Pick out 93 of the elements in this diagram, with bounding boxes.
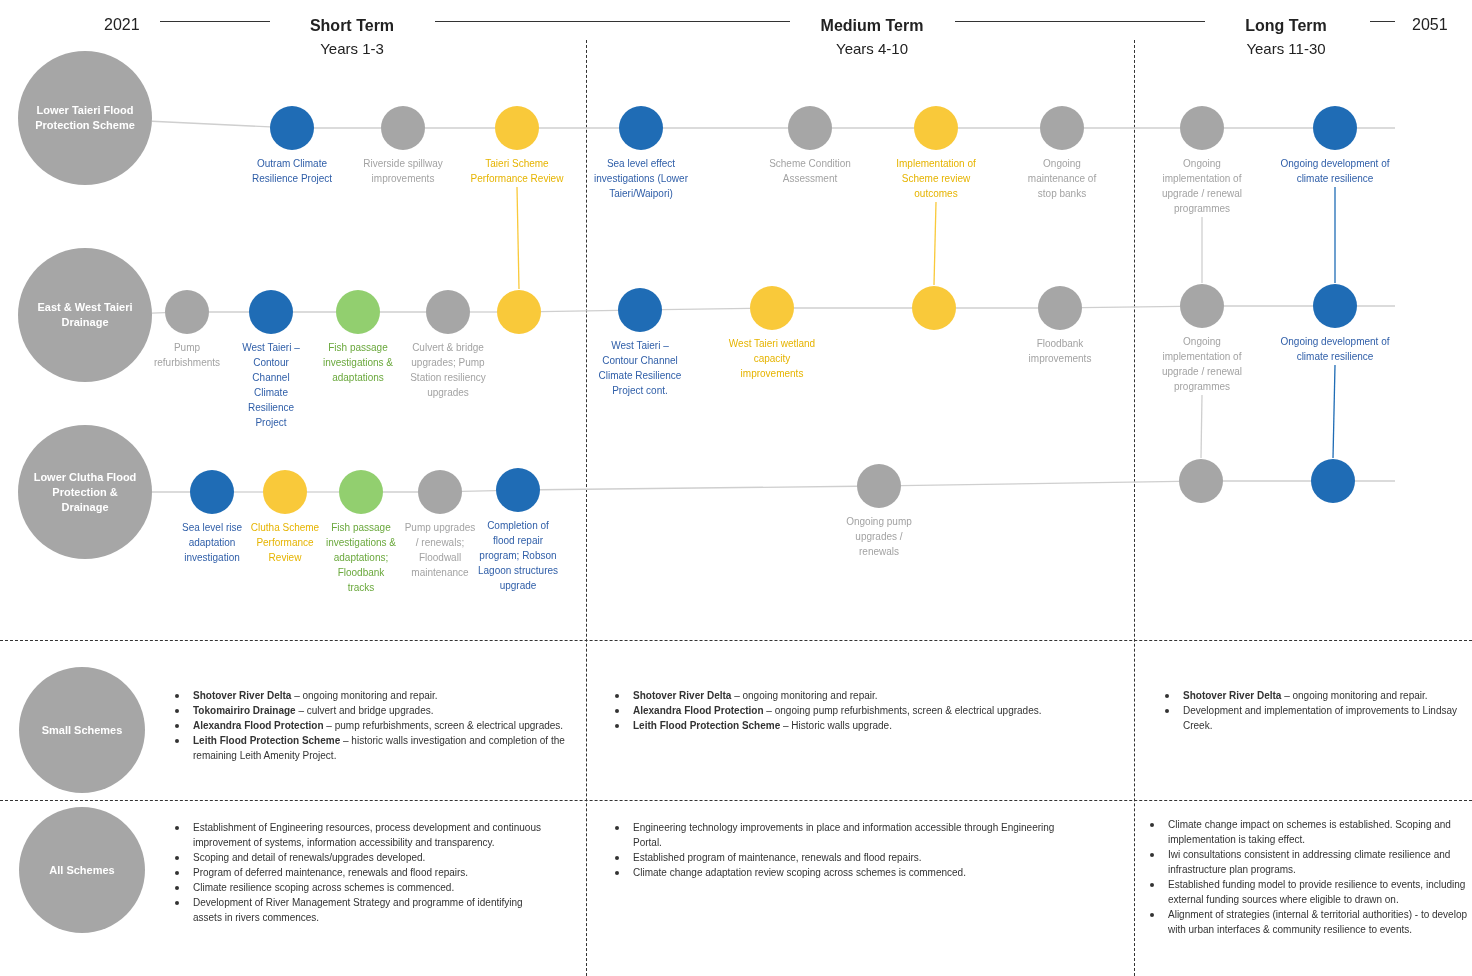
connector-line <box>151 312 166 314</box>
connector-line <box>793 307 913 309</box>
header-text: Years 11-30 <box>1246 39 1326 59</box>
scheme-name: All Schemes <box>48 862 116 878</box>
milestone <box>593 106 689 201</box>
milestone-text: Ongoing maintenance of stop banks <box>1026 157 1098 201</box>
milestone-text: Sea level effect investigations (Lower Taieri/Waipori) <box>593 157 689 201</box>
connector-line <box>831 127 915 129</box>
milestone-text: West Taieri – Contour Channel Climate Resilience Project cont. <box>597 339 683 398</box>
connector-line <box>1081 305 1181 309</box>
connector-line <box>208 311 250 313</box>
connector-line <box>151 491 191 493</box>
milestone-text: Pump upgrades / renewals; Floodwall maintenance <box>403 521 477 580</box>
connector-line <box>1222 480 1312 482</box>
bullet-text: Alignment of strategies (internal & territorial authorities) - to develop with urban interfaces & community resilience to events. <box>1168 908 1468 937</box>
scheme-name: Small Schemes <box>40 722 124 738</box>
milestone-text: Implementation of Scheme review outcomes <box>895 157 977 201</box>
bullet-text: Shotover River Delta – ongoing monitoring and repair. <box>193 689 438 703</box>
connector-line <box>382 491 419 493</box>
connector-line <box>1332 364 1336 459</box>
connector-line <box>1200 394 1203 459</box>
connector-line <box>292 311 337 313</box>
header-text: Medium Term <box>820 16 924 36</box>
connector-line <box>1356 305 1396 307</box>
bullet-text: Development of River Management Strategy and programme of identifying assets in rivers commences. <box>193 896 524 925</box>
milestone-text: West Taieri – Contour Channel Climate Resilience Project <box>241 341 301 430</box>
connector-line <box>461 489 497 493</box>
bullet-text: Establishment of Engineering resources, process development and continuous improvement of systems, information accessibility and transparency. <box>193 821 542 850</box>
milestone-text: Ongoing implementation of upgrade / renewal programmes <box>1160 335 1244 394</box>
header-text: 2051 <box>1412 16 1448 33</box>
connector-line <box>151 120 271 128</box>
bullet-text: Established program of maintenance, renewals and flood repairs. <box>633 851 922 865</box>
scheme-name: Lower Taieri Flood Protection Scheme <box>34 103 136 133</box>
connector-line <box>379 311 427 313</box>
milestone-text: Taieri Scheme Performance Review <box>469 157 565 186</box>
milestone <box>477 468 559 593</box>
header-text: 2021 <box>104 16 140 33</box>
scheme-name: East & West Taieri Drainage <box>36 300 134 330</box>
milestone-text: Outram Climate Resilience Project <box>250 157 333 186</box>
connector-line <box>424 127 496 129</box>
bullet-text: Leith Flood Protection Scheme – historic walls investigation and completion of the remaining Leith Amenity Project. <box>193 734 565 763</box>
connector-line <box>1223 305 1314 307</box>
connector-line <box>540 309 619 313</box>
milestone-text: Ongoing pump upgrades / renewals <box>845 515 913 559</box>
bullet-text: Tokomairiro Drainage – culvert and bridge upgrades. <box>193 704 434 718</box>
bullet-text: Climate resilience scoping across schemes is commenced. <box>193 881 455 895</box>
connector-line <box>1334 186 1336 284</box>
milestone-text: Completion of flood repair program; Robson Lagoon structures upgrade <box>477 519 559 593</box>
bullet-text: Leith Flood Protection Scheme – Historic walls upgrade. <box>633 719 892 733</box>
connector-line <box>538 127 620 129</box>
header-text: Long Term <box>1245 16 1327 36</box>
milestone-text: Ongoing development of climate resilience <box>1280 157 1390 186</box>
milestone-text: Pump refurbishments <box>152 341 222 370</box>
connector-line <box>313 127 382 129</box>
header-text: Years 4-10 <box>836 39 908 59</box>
milestone-text: Ongoing development of climate resilience <box>1280 335 1390 364</box>
connector-line <box>957 127 1041 129</box>
header-text: Short Term <box>309 16 395 36</box>
connector-line <box>933 201 937 286</box>
header-text: Years 1-3 <box>320 39 384 59</box>
milestone-text: Riverside spillway improvements <box>362 157 444 186</box>
bullet-text: Alexandra Flood Protection – pump refurbishments, screen & electrical upgrades. <box>193 719 564 733</box>
bullet-text: Iwi consultations consistent in addressing climate resilience and infrastructure plan programs. <box>1168 848 1452 877</box>
connector-line <box>1356 127 1396 129</box>
bullet-text: Climate change impact on schemes is established. Scoping and implementation is taking effect. <box>1168 818 1452 847</box>
bullet-text: Program of deferred maintenance, renewals and flood repairs. <box>193 866 469 880</box>
milestone-text: Scheme Condition Assessment <box>768 157 852 186</box>
scheme-name: Lower Clutha Flood Protection & Drainage <box>32 469 138 515</box>
connector-line <box>1223 127 1314 129</box>
milestone-text: Sea level rise adaptation investigation <box>181 521 243 565</box>
bullet-text: Alexandra Flood Protection – ongoing pump refurbishments, screen & electrical upgrades. <box>633 704 1042 718</box>
bullet-text: Shotover River Delta – ongoing monitoring and repair. <box>633 689 878 703</box>
connector-line <box>662 127 789 129</box>
bullet-text: Climate change adaptation review scoping across schemes is commenced. <box>633 866 966 880</box>
milestone-text: Fish passage investigations & adaptations <box>321 341 394 385</box>
connector-line <box>516 186 520 290</box>
milestone-text: Clutha Scheme Performance Review <box>250 521 320 565</box>
connector-line <box>1083 127 1181 129</box>
milestone-text: Culvert & bridge upgrades; Pump Station resiliency upgrades <box>409 341 487 400</box>
bullet-text: Scoping and detail of renewals/upgrades developed. <box>193 851 426 865</box>
milestone-text: Ongoing implementation of upgrade / renewal programmes <box>1160 157 1244 216</box>
milestone-text: West Taieri wetland capacity improvements <box>727 337 817 381</box>
connector-line <box>1354 480 1396 482</box>
bullet-text: Established funding model to provide resilience to events, including external funding sources where eligible to drawn on. <box>1168 878 1467 907</box>
connector-line <box>539 485 858 491</box>
bullet-text: Development and implementation of improvements to Lindsay Creek. <box>1183 704 1459 733</box>
connector-line <box>900 480 1180 487</box>
milestone-text: Floodbank improvements <box>1027 337 1093 366</box>
milestone-text: Fish passage investigations & adaptations; Floodbank tracks <box>324 521 397 595</box>
connector-line <box>661 307 751 311</box>
connector-line <box>955 307 1039 309</box>
bullet-text: Engineering technology improvements in place and information accessible through Engineering Portal. <box>633 821 1056 850</box>
bullet-text: Shotover River Delta – ongoing monitoring and repair. <box>1183 689 1428 703</box>
